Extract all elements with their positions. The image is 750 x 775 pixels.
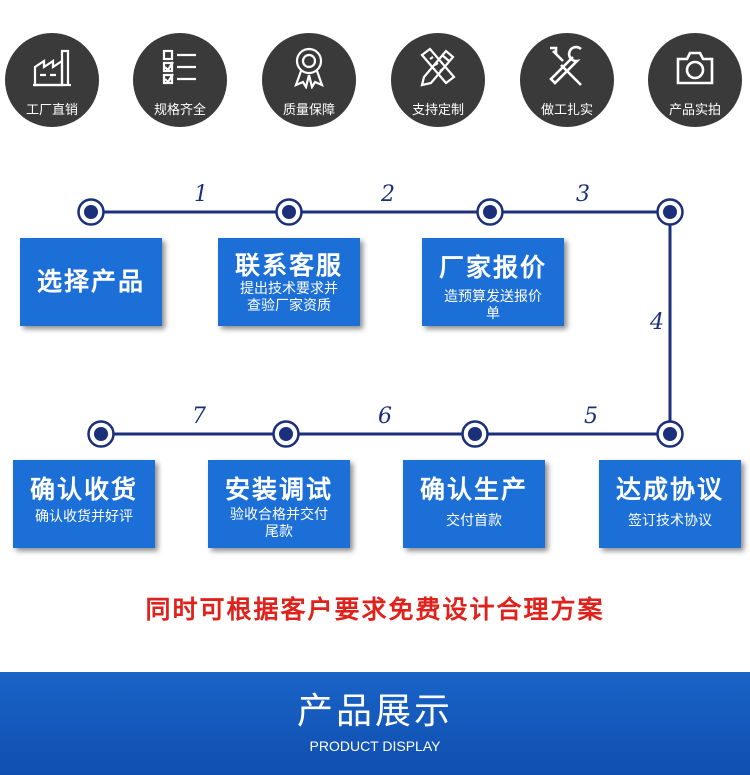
step-subtitle: 确认收货并好评 [35,509,133,525]
feature-label: 质量保障 [282,103,335,118]
award-badge-icon [294,47,324,89]
feature-customization: 支持定制 [391,33,485,127]
step-box-factory-quote: 厂家报价 造预算发送报价单 [422,238,564,326]
step-box-confirm-receipt: 确认收货 确认收货并好评 [13,460,155,548]
step-subtitle: 造预算发送报价单 [444,289,542,322]
step-number: 6 [378,404,392,429]
feature-quality-assurance: 质量保障 [262,33,356,127]
feature-solid-workmanship: 做工扎实 [520,33,614,127]
step-number: 3 [576,182,590,207]
step-title: 选择产品 [36,267,145,296]
step-title: 确认生产 [419,475,528,504]
banner-subtitle: PRODUCT DISPLAY [309,738,441,754]
step-box-reach-agreement: 达成协议 签订技术协议 [599,460,741,548]
flow-path [91,210,672,436]
wrench-screwdriver-icon [549,45,582,86]
camera-icon [676,51,714,85]
step-title: 达成协议 [615,475,724,504]
process-flow-lines [77,198,684,448]
step-box-install-debug: 安装调试 验收合格并交付尾款 [208,460,350,548]
product-display-banner: 产品展示 PRODUCT DISPLAY [0,672,750,775]
feature-label: 工厂直销 [25,103,78,118]
feature-label: 产品实拍 [668,103,721,118]
feature-factory-direct: 工厂直销 [5,33,99,127]
checklist-icon [162,49,196,85]
step-title: 安装调试 [224,475,333,504]
feature-label: 做工扎实 [540,103,593,118]
pencil-ruler-icon [420,47,456,87]
step-box-select-product: 选择产品 [20,238,162,326]
feature-complete-specs: 规格齐全 [133,33,227,127]
step-subtitle: 交付首款 [446,513,502,529]
flow-node-dot [84,205,677,441]
step-number: 5 [584,404,598,429]
step-subtitle: 验收合格并交付尾款 [230,507,328,540]
step-box-confirm-production: 确认生产 交付首款 [403,460,545,548]
banner-title: 产品展示 [296,691,453,732]
step-title: 厂家报价 [438,253,547,282]
factory-icon [33,49,71,87]
step-subtitle: 签订技术协议 [628,513,712,529]
feature-real-photos: 产品实拍 [648,33,742,127]
step-number: 7 [192,404,206,429]
free-design-slogan: 同时可根据客户要求免费设计合理方案 [145,595,605,624]
step-title: 确认收货 [29,475,138,504]
step-number: 4 [650,310,664,335]
feature-label: 支持定制 [411,103,464,118]
step-title: 联系客服 [234,251,343,280]
step-number: 1 [194,182,208,207]
step-subtitle: 提出技术要求并查验厂家资质 [240,281,338,314]
step-number: 2 [381,182,395,207]
step-box-contact-service: 联系客服 提出技术要求并查验厂家资质 [218,238,360,326]
feature-label: 规格齐全 [153,103,206,118]
